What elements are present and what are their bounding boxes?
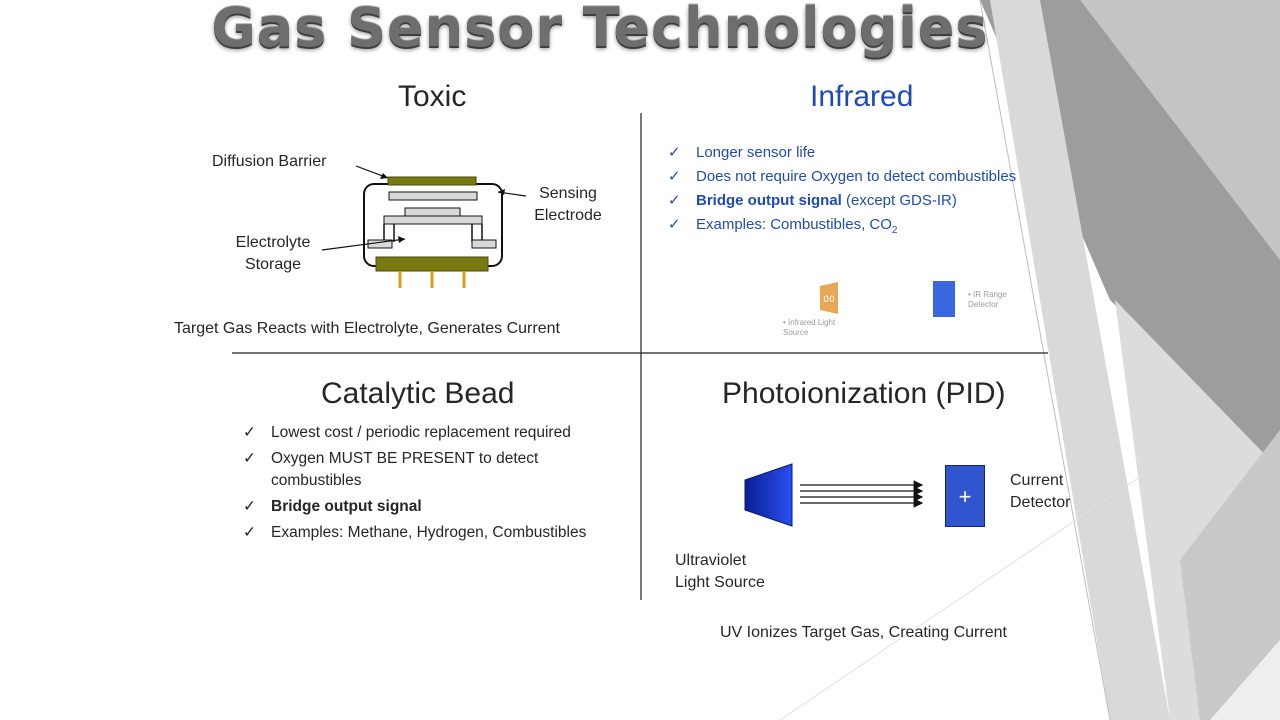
list-item: ✓ Lowest cost / periodic replacement req… <box>243 422 603 444</box>
pid-caption: UV Ionizes Target Gas, Creating Current <box>720 624 1007 641</box>
svg-text:00: 00 <box>823 295 835 305</box>
toxic-title: Toxic <box>398 80 467 113</box>
sensing-electrode-label: Sensing Electrode <box>534 185 602 224</box>
list-item: ✓ Oxygen MUST BE PRESENT to detect combu… <box>243 450 539 489</box>
pid-title: Photoionization (PID) <box>722 377 1006 410</box>
list-item: ✓ Bridge output signal (except GDS-IR) <box>668 192 957 209</box>
check-icon: ✓ <box>243 524 256 541</box>
list-item: ✓ Bridge output signal <box>243 496 603 518</box>
check-icon: ✓ <box>243 498 256 515</box>
diffusion-barrier-label: Diffusion Barrier <box>212 153 327 170</box>
plus-icon: + <box>945 465 985 527</box>
catalytic-title: Catalytic Bead <box>321 377 515 410</box>
list-item: ✓ Examples: Methane, Hydrogen, Combustib… <box>243 522 603 544</box>
electrochemical-sensor-diagram <box>363 176 503 288</box>
ir-source-tiny-label: • Infrared Light Source <box>783 318 836 337</box>
infrared-bullet-list: ✓ Longer sensor life ✓ Does not require … <box>668 142 1028 244</box>
list-item: ✓ Does not require Oxygen to detect comb… <box>668 168 1017 185</box>
current-detector-label: Current Detector <box>1010 472 1071 511</box>
uv-light-source-label: Ultraviolet Light Source <box>675 552 765 591</box>
infrared-title: Infrared <box>810 80 914 113</box>
check-icon: ✓ <box>243 424 256 441</box>
electrolyte-storage-label: Electrolyte Storage <box>235 234 311 273</box>
toxic-caption: Target Gas Reacts with Electrolyte, Gene… <box>174 320 560 337</box>
infrared-mini-diagram: 00 <box>820 281 955 317</box>
check-icon: ✓ <box>243 450 256 467</box>
check-icon: ✓ <box>668 144 681 161</box>
pid-diagram <box>744 463 924 527</box>
list-item: ✓ Examples: Combustibles, CO2 <box>668 216 898 236</box>
check-icon: ✓ <box>668 168 681 185</box>
ir-detector-tiny-label: • IR Range Detector <box>968 290 1007 309</box>
check-icon: ✓ <box>668 216 681 233</box>
slide-title: Gas Sensor Technologies <box>211 0 989 59</box>
list-item: ✓ Longer sensor life <box>668 144 816 161</box>
catalytic-bullet-list: ✓ Lowest cost / periodic replacement req… <box>243 422 603 548</box>
check-icon: ✓ <box>668 192 681 209</box>
